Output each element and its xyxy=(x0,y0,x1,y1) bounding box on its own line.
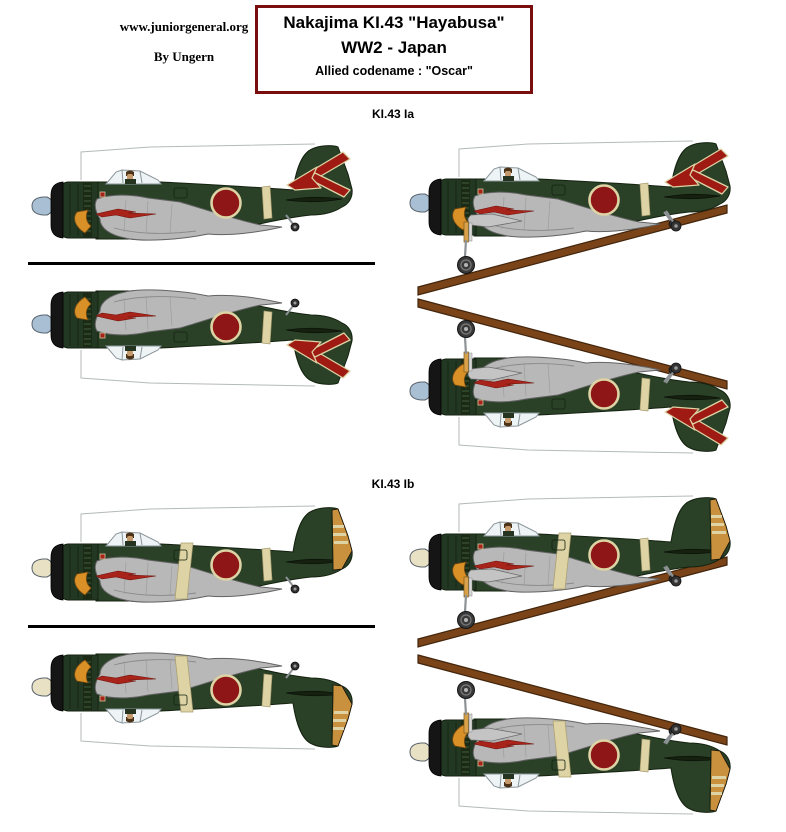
site-url: www.juniorgeneral.org xyxy=(119,19,249,34)
page-title-era: WW2 - Japan xyxy=(341,38,447,57)
title-box: Nakajima KI.43 "Hayabusa" WW2 - Japan Al… xyxy=(255,5,533,94)
aircraft-ia xyxy=(31,143,353,241)
aircraft-ib-with-stand xyxy=(409,681,731,815)
section-label-ki43-ia: KI.43 Ia xyxy=(371,107,415,121)
aircraft-ib-with-stand xyxy=(409,495,731,629)
aircraft-ia-with-stand xyxy=(409,140,731,274)
page-title: Nakajima KI.43 "Hayabusa" xyxy=(283,13,505,32)
stand-strip xyxy=(417,204,728,296)
aircraft-ia-with-stand xyxy=(409,320,731,454)
author-credit: By Ungern xyxy=(153,49,215,64)
codename-label: Allied codename : "Oscar" xyxy=(315,64,473,78)
aircraft-ia xyxy=(31,289,353,387)
stand-strip xyxy=(417,654,728,746)
stand-strip xyxy=(417,298,728,390)
fold-line xyxy=(28,262,375,265)
aircraft-ib xyxy=(31,505,353,603)
fold-line xyxy=(28,625,375,628)
aircraft-ib xyxy=(31,652,353,750)
section-label-ki43-ib: KI.43 Ib xyxy=(371,477,415,491)
